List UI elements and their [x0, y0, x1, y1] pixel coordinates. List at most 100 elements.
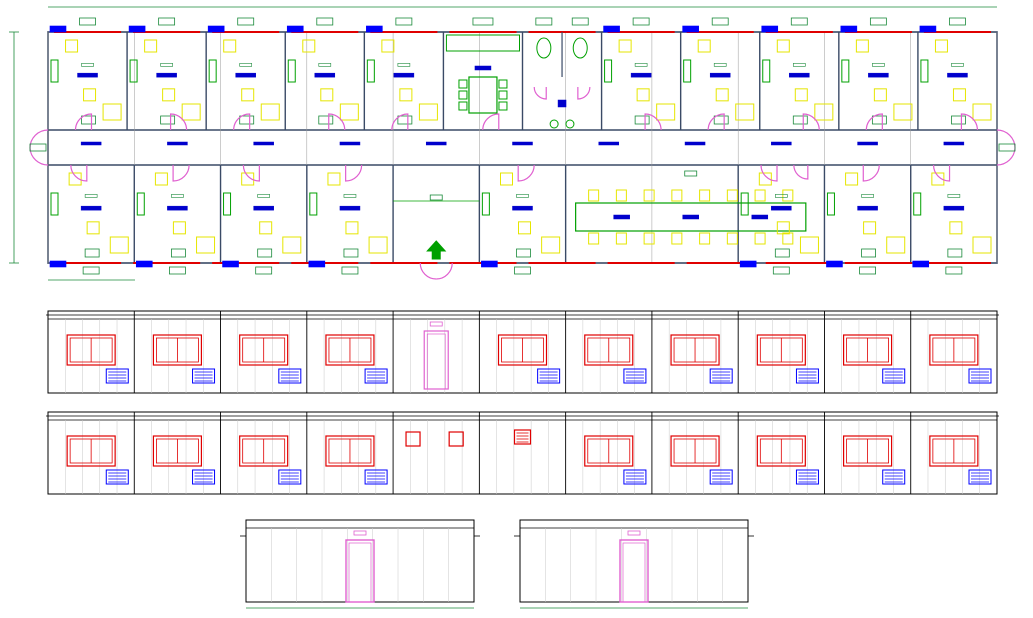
- toilet: [572, 37, 588, 59]
- chair: [345, 221, 359, 235]
- window-frame: [584, 334, 634, 366]
- desk-tag: [951, 63, 964, 67]
- chair: [776, 39, 790, 53]
- couch: [740, 192, 749, 216]
- desk-tag: [713, 63, 727, 67]
- room-office-bottom-1: [135, 164, 216, 275]
- floor-tag: [257, 248, 273, 258]
- chair: [952, 88, 966, 102]
- desk-tag: [861, 194, 874, 198]
- floor-tag: [871, 115, 887, 125]
- desk: [868, 72, 889, 78]
- ac-unit: [623, 469, 647, 485]
- conference-table: [575, 202, 807, 232]
- ac-unit: [761, 25, 779, 33]
- ac-unit: [192, 368, 216, 384]
- couch: [920, 59, 929, 83]
- ac-unit: [537, 368, 561, 384]
- room-conference-bottom-6: [575, 164, 809, 245]
- room-office-top-3: [286, 17, 359, 131]
- armchair: [196, 236, 216, 254]
- desk-tag: [171, 194, 184, 198]
- window-frame: [929, 435, 979, 467]
- door-frame: [345, 539, 375, 603]
- corridor-marker: [425, 141, 447, 146]
- dining-chair: [498, 101, 508, 111]
- corridor-marker: [857, 141, 878, 146]
- couch: [481, 192, 490, 216]
- desk-tag: [775, 194, 788, 198]
- chair: [381, 39, 395, 53]
- chair: [500, 172, 513, 186]
- entrance-arrow: [426, 240, 447, 260]
- desk: [630, 72, 652, 78]
- floor-tag: [343, 248, 359, 258]
- corridor-marker: [684, 141, 706, 146]
- dining-table: [468, 76, 498, 114]
- ac-unit: [912, 260, 930, 268]
- door-frame: [619, 539, 649, 603]
- room-office-top-7: [603, 17, 676, 131]
- desk: [156, 72, 177, 78]
- couch: [50, 59, 59, 83]
- window-frame: [670, 435, 720, 467]
- couch: [309, 192, 318, 216]
- corridor-marker: [943, 141, 965, 146]
- couch: [366, 59, 375, 83]
- door-tag: [998, 143, 1016, 152]
- entrance-tag: [429, 194, 443, 201]
- chair: [327, 172, 341, 186]
- floor-tag: [84, 248, 100, 258]
- conference-chair: [643, 189, 655, 202]
- desk-tag: [947, 194, 961, 198]
- floor-plan: [9, 6, 1016, 281]
- floor-drain: [557, 99, 567, 108]
- small-window: [405, 431, 421, 447]
- desk: [857, 205, 878, 211]
- chair: [172, 221, 186, 235]
- desk-tag: [792, 63, 806, 67]
- room-tag: [535, 17, 553, 26]
- floor-tag: [239, 115, 255, 125]
- door-swing: [644, 113, 662, 131]
- room-tag: [949, 17, 966, 26]
- ac-unit: [623, 368, 647, 384]
- couch: [208, 59, 217, 83]
- door-swing: [862, 164, 880, 182]
- room-tag: [632, 17, 650, 26]
- couch: [826, 192, 835, 216]
- room-tag: [571, 17, 589, 26]
- door-leaf: [348, 542, 372, 603]
- chair: [934, 39, 948, 53]
- door-tag: [29, 143, 47, 152]
- floor-tag: [947, 248, 963, 258]
- door-swing: [172, 164, 190, 182]
- desk: [771, 205, 792, 211]
- room-office-top-8: [682, 17, 755, 131]
- window-frame: [497, 334, 548, 366]
- desk: [789, 72, 810, 78]
- elevation-outline: [47, 411, 998, 495]
- chair: [518, 221, 531, 235]
- chair: [241, 172, 255, 186]
- armchair: [814, 103, 834, 121]
- floor-tag: [861, 248, 876, 258]
- chair: [65, 39, 79, 53]
- window-frame: [584, 435, 634, 467]
- ac-unit: [882, 368, 906, 384]
- side-door-left: [29, 129, 49, 166]
- conference-chair: [754, 232, 766, 245]
- room-office-top-4: [366, 17, 438, 131]
- room-entrance-bottom-4: [393, 194, 480, 280]
- armchair: [972, 236, 992, 254]
- floor-tag: [774, 248, 790, 258]
- corridor-marker: [598, 141, 620, 146]
- chair: [223, 39, 237, 53]
- desk: [943, 205, 965, 211]
- chair: [873, 88, 887, 102]
- door-leaf: [622, 542, 646, 603]
- room-office-bottom-3: [308, 164, 388, 275]
- ac-unit: [364, 469, 388, 485]
- conference-chair: [726, 232, 738, 245]
- side-outline: [519, 519, 749, 603]
